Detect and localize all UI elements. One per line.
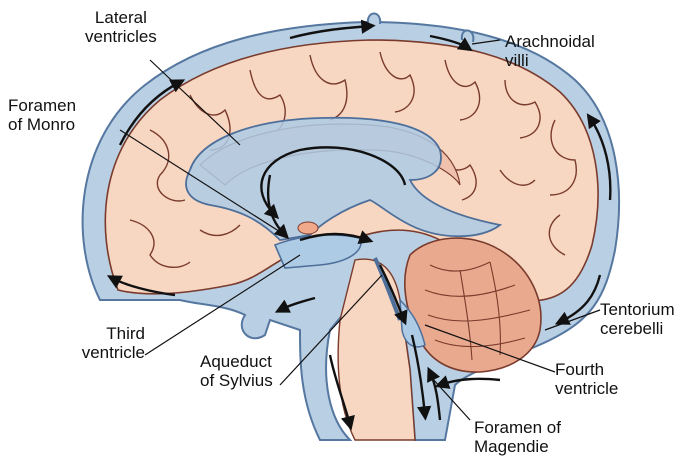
label-text: Fourth: [555, 360, 618, 379]
massa-intermedia: [298, 222, 318, 234]
label-arachnoidal-villi: Arachnoidal villi: [505, 32, 595, 70]
label-third-ventricle: Third ventricle: [75, 324, 145, 362]
label-text: ventricle: [555, 379, 618, 398]
label-text: of Monro: [8, 115, 76, 134]
label-text: cerebelli: [600, 319, 675, 338]
label-text: ventricle: [75, 343, 145, 362]
label-text: Magendie: [474, 437, 561, 456]
label-text: Foramen of: [474, 418, 561, 437]
arachnoidal-villus-1: [368, 14, 380, 25]
label-fourth-ventricle: Fourth ventricle: [555, 360, 618, 398]
label-text: Arachnoidal: [505, 32, 595, 51]
label-text: of Sylvius: [200, 371, 273, 390]
label-lateral-ventricles: Lateral ventricles: [85, 8, 157, 46]
label-text: Tentorium: [600, 300, 675, 319]
label-text: villi: [505, 51, 595, 70]
label-tentorium-cerebelli: Tentorium cerebelli: [600, 300, 675, 338]
label-text: Lateral: [85, 8, 157, 27]
label-text: ventricles: [85, 27, 157, 46]
label-foramen-monro: Foramen of Monro: [8, 96, 76, 134]
arachnoidal-villus-2: [462, 30, 474, 42]
label-foramen-magendie: Foramen of Magendie: [474, 418, 561, 456]
label-aqueduct-sylvius: Aqueduct of Sylvius: [200, 352, 273, 390]
label-text: Third: [75, 324, 145, 343]
label-text: Foramen: [8, 96, 76, 115]
label-text: Aqueduct: [200, 352, 273, 371]
